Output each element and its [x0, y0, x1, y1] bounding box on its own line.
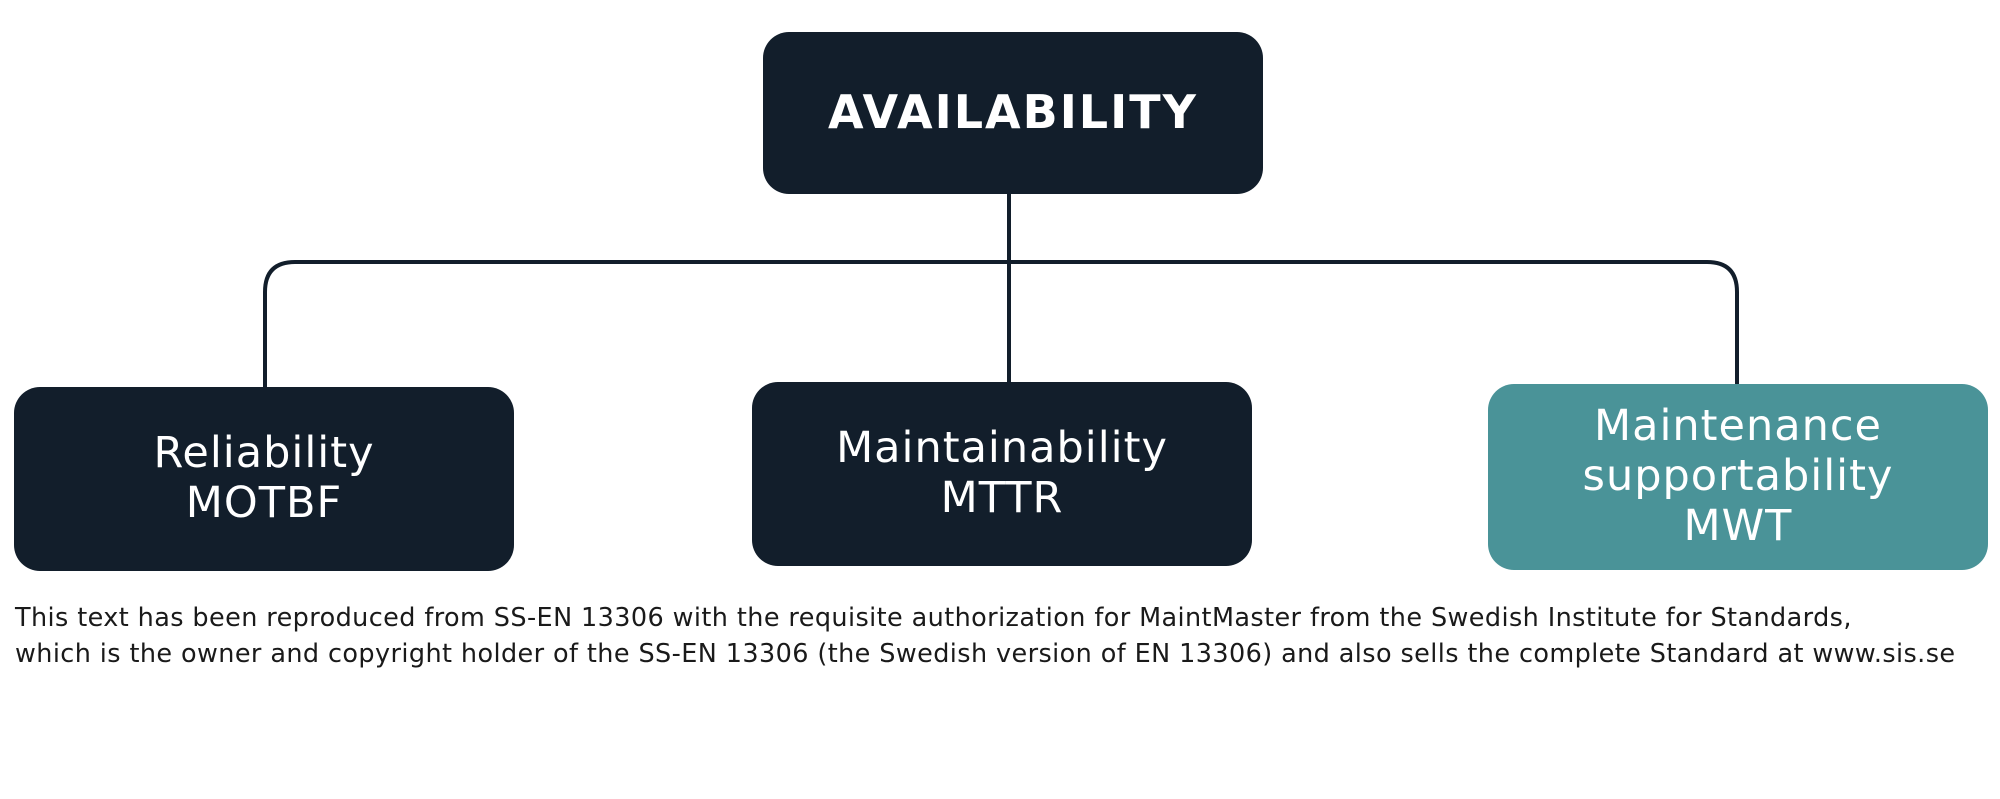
maintainability-metric: MTTR	[940, 473, 1064, 523]
maintenance-supportability-metric: MWT	[1683, 500, 1793, 551]
reliability-metric: MOTBF	[185, 478, 343, 528]
availability-node: AVAILABILITY	[763, 32, 1263, 194]
footnote-line-1: This text has been reproduced from SS-EN…	[15, 603, 1852, 633]
copyright-footnote: This text has been reproduced from SS-EN…	[15, 600, 1995, 672]
maintainability-node: Maintainability MTTR	[752, 382, 1252, 566]
maintenance-supportability-label-line2: supportability	[1582, 451, 1894, 502]
reliability-node: Reliability MOTBF	[14, 387, 514, 571]
availability-label: AVAILABILITY	[828, 85, 1198, 140]
branch-bar-line	[263, 260, 1739, 389]
reliability-label: Reliability	[153, 428, 375, 479]
maintenance-supportability-label-line1: Maintenance	[1594, 401, 1882, 452]
footnote-line-2: which is the owner and copyright holder …	[15, 639, 1956, 669]
maintenance-supportability-node: Maintenance supportability MWT	[1488, 384, 1988, 570]
maintainability-label: Maintainability	[836, 423, 1168, 474]
